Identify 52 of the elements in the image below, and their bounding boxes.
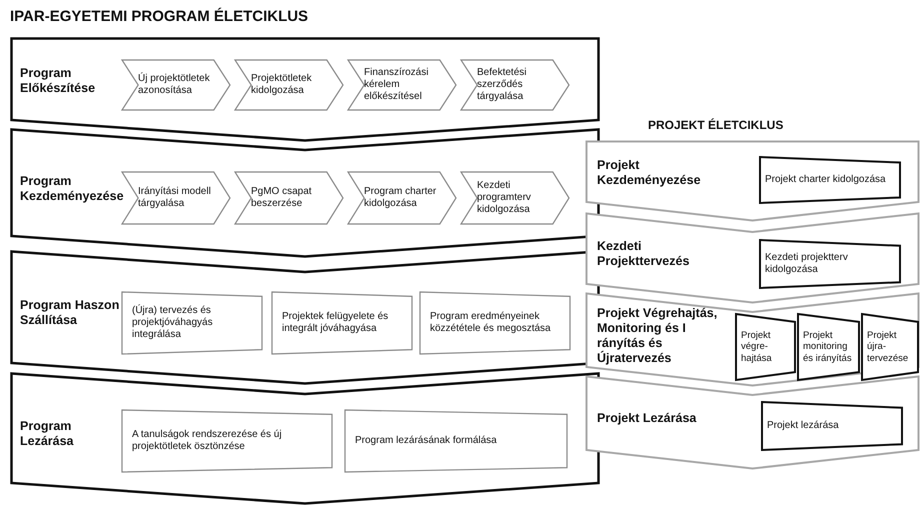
step-text: Projekt végre- hajtása bbox=[741, 328, 773, 366]
phase-band bbox=[585, 140, 920, 222]
step-text: Program eredményeinek közzététele és megosztása bbox=[430, 310, 552, 336]
phase-heading: Program Lezárása bbox=[20, 418, 75, 450]
step-text: Új projektötletek azonosítása bbox=[138, 71, 211, 98]
process-step bbox=[122, 172, 230, 224]
phase-heading: Program Haszon Szállítása bbox=[20, 297, 120, 330]
step-text: Program lezárásának formálása bbox=[355, 434, 498, 448]
phase-band bbox=[10, 37, 600, 142]
task-box bbox=[122, 410, 332, 472]
task-box bbox=[862, 314, 918, 380]
process-step bbox=[122, 60, 230, 110]
task-box bbox=[122, 292, 262, 354]
phase-band bbox=[585, 212, 920, 304]
process-step bbox=[348, 60, 456, 110]
task-box bbox=[762, 402, 902, 450]
step-text: A tanulságok rendszerezése és új projektötletek ösztönzése bbox=[132, 428, 283, 454]
process-step bbox=[235, 172, 343, 224]
step-text: (Újra) tervezés és projektjóváhagyás integrálása bbox=[132, 303, 214, 342]
phase-heading: Program Előkészítése bbox=[20, 64, 96, 96]
process-step bbox=[461, 172, 569, 224]
step-text: Projekt monitoring és irányítás bbox=[803, 328, 853, 366]
step-text: PgMO csapat beszerzése bbox=[251, 185, 313, 211]
step-text: Irányítási modell tárgyalása bbox=[138, 185, 212, 211]
task-box bbox=[760, 240, 900, 288]
task-box bbox=[420, 292, 570, 354]
step-text: Projekt lezárása bbox=[767, 419, 840, 433]
task-box bbox=[736, 314, 795, 380]
process-step bbox=[235, 60, 343, 110]
task-box bbox=[345, 410, 567, 472]
step-text: Projekt charter kidolgozása bbox=[765, 173, 887, 187]
task-box bbox=[272, 292, 412, 354]
phase-heading: Kezdeti Projekttervezés bbox=[597, 238, 690, 270]
process-step bbox=[461, 60, 569, 110]
phase-heading: Program Kezdeményezése bbox=[20, 172, 122, 205]
step-text: Kezdeti programterv kidolgozása bbox=[477, 179, 532, 217]
phase-heading: Projekt Lezárása bbox=[597, 410, 698, 427]
step-text: Kezdeti projektterv kidolgozása bbox=[765, 251, 849, 277]
phase-heading: Projekt Végrehajtás, Monitoring és I rányítás és Újratervezés bbox=[597, 304, 718, 367]
step-text: Projektötletek kidolgozása bbox=[251, 72, 313, 98]
task-box bbox=[798, 314, 859, 380]
diagram-title: IPAR-EGYETEMI PROGRAM ÉLETCIKLUS bbox=[10, 8, 308, 25]
section-title: PROJEKT ÉLETCIKLUS bbox=[648, 118, 784, 132]
step-text: Program charter kidolgozása bbox=[364, 185, 438, 211]
step-text: Projektek felügyelete és integrált jóváhagyása bbox=[282, 310, 390, 336]
step-text: Befektetési szerződés tárgyalása bbox=[477, 66, 528, 104]
process-step bbox=[348, 172, 456, 224]
phase-band bbox=[585, 292, 920, 387]
step-text: Finanszírozási kérelem előkészítésel bbox=[364, 66, 430, 104]
step-text: Projekt újra- tervezése bbox=[867, 328, 910, 366]
phase-heading: Projekt Kezdeményezése bbox=[597, 157, 702, 189]
task-box bbox=[760, 157, 900, 203]
